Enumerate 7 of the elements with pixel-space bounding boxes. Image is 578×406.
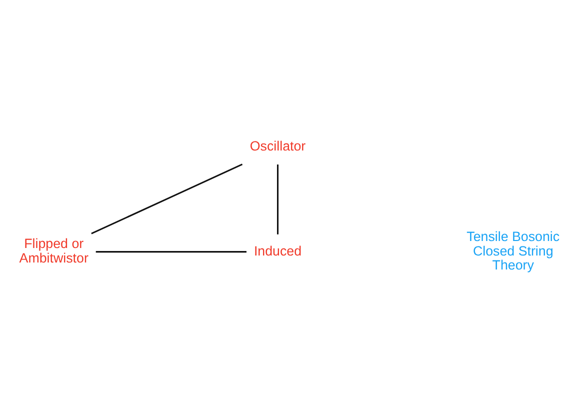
node-text: Flipped or Ambitwistor [19,236,88,266]
node-text: Oscillator [250,138,306,154]
connector [91,163,243,234]
label: Tensile Bosonic Closed String Theory [466,228,560,272]
connector [96,250,246,252]
connector [277,164,279,234]
node-text: Induced [254,242,302,258]
